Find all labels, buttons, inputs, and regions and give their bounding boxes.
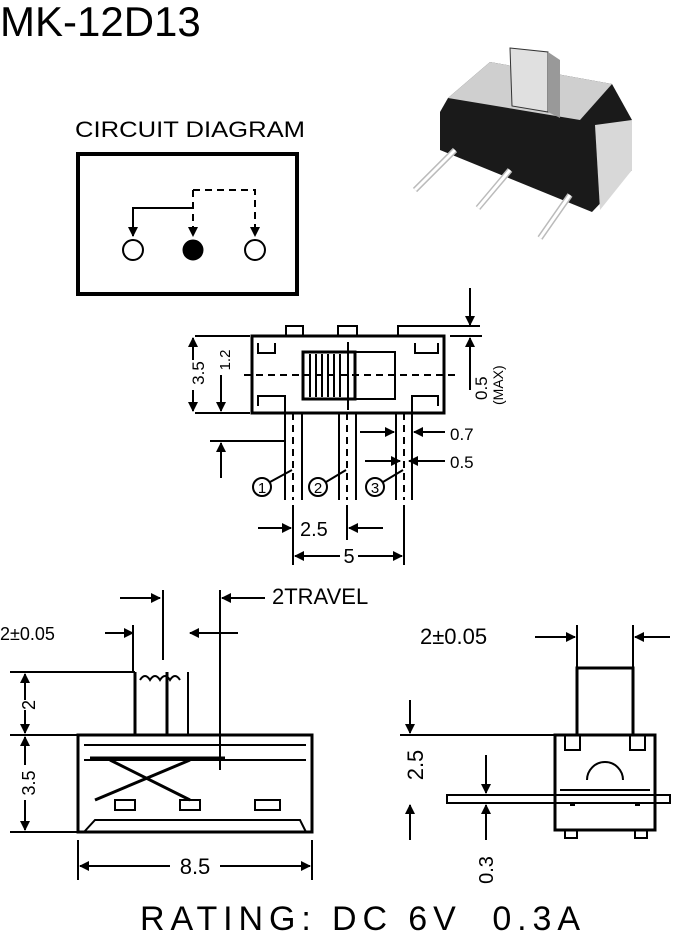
top-dimension: 0.5 [472,376,491,400]
span-dimension: 5 [343,546,354,568]
pin-label-3: 3 [371,480,379,497]
pin-label-1: 1 [258,480,266,497]
part-number-title: MK-12D13 [0,0,201,45]
end-view: 2±0.05 2.5 0.3 [400,624,671,884]
plate-thickness-dimension: 0.3 [476,856,498,884]
pitch-dimension: 2.5 [300,519,328,541]
end-actuator-width: 2±0.05 [420,624,487,649]
pin-width-inner-dimension: 0.5 [450,453,474,472]
circuit-diagram-label: CIRCUIT DIAGRAM [75,117,305,142]
rating-text: RATING: DC 6V 0.3A [140,900,580,937]
body-length-dimension: 8.5 [180,854,211,879]
switch-3d-image [412,47,632,240]
height-dimension: 3.5 [189,361,208,385]
travel-dimension: 2TRAVEL [272,584,368,609]
front-view: 3.5 1.2 0.5 (MAX) 0.7 0.5 1 2 3 2.5 5 [188,288,506,568]
center-dimension: 1.2 [217,350,234,371]
terminal-common-icon [182,239,204,261]
terminal-3-icon [244,239,266,261]
pin-width-outer-dimension: 0.7 [450,425,474,444]
pin-label-2: 2 [314,480,322,497]
body-height-dimension: 3.5 [19,770,39,795]
circuit-diagram: CIRCUIT DIAGRAM [75,117,305,296]
end-height-dimension: 2.5 [403,750,428,781]
terminal-1-icon [122,239,144,261]
top-dimension-note: (MAX) [490,365,506,405]
side-actuator-width: 2±0.05 [0,624,55,644]
side-view: 2TRAVEL 2±0.05 2 3.5 8.5 [0,584,368,880]
actuator-height-dimension: 2 [19,700,39,710]
